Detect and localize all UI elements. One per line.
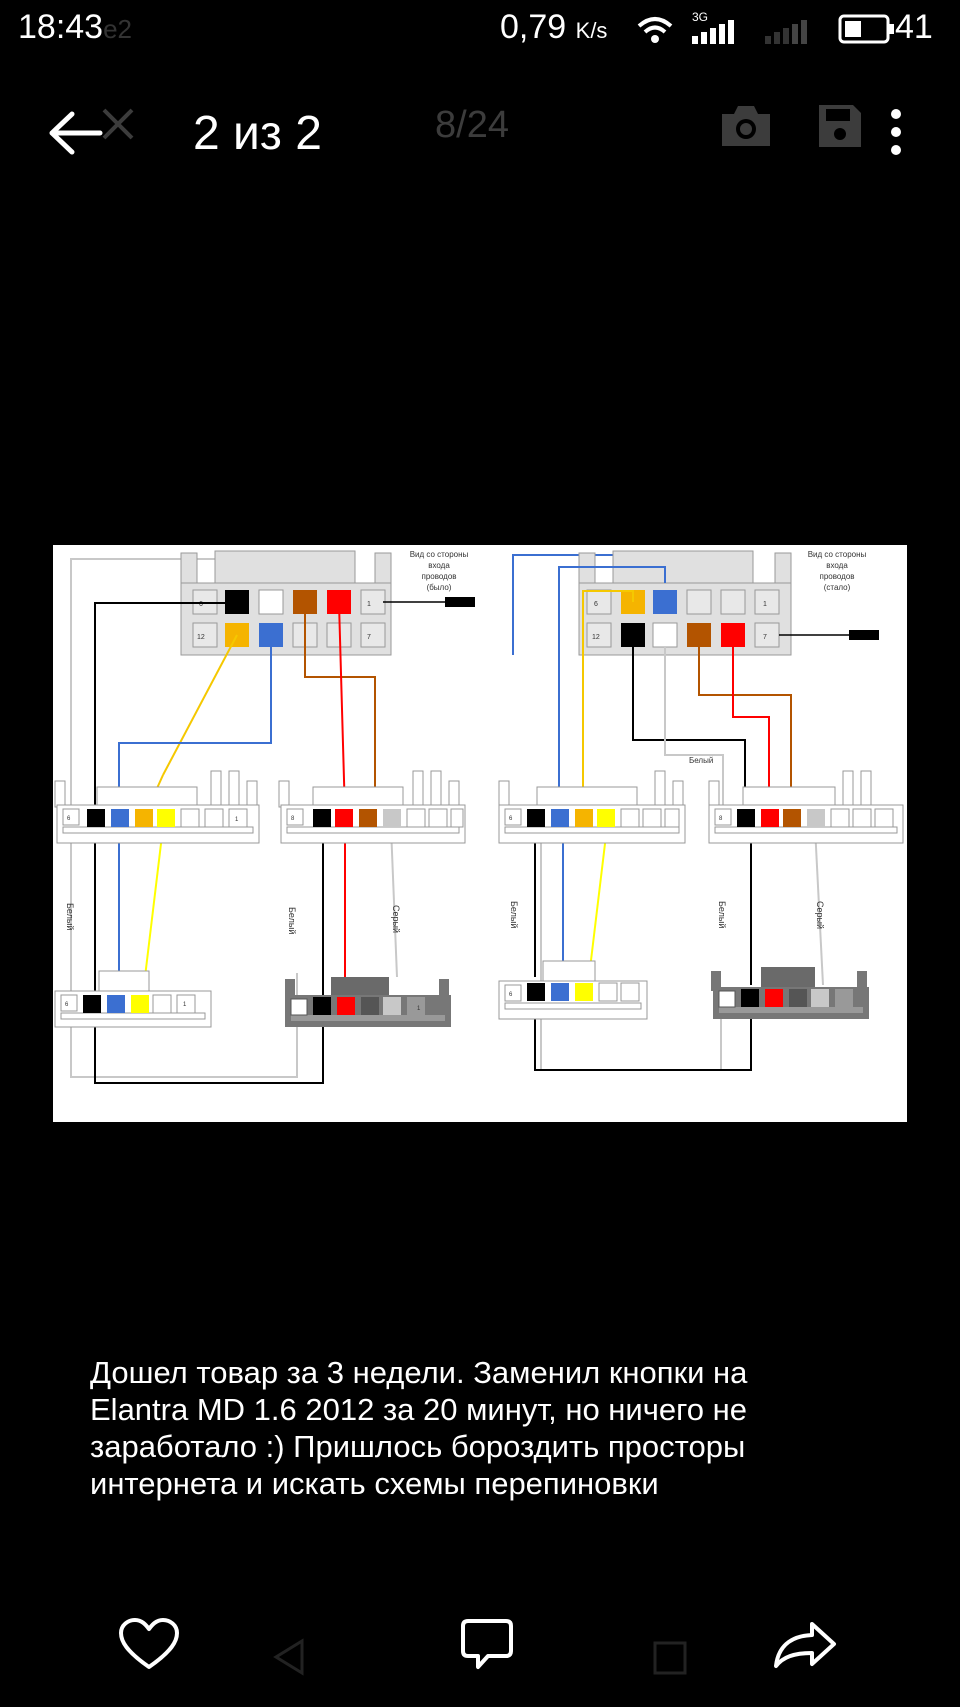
pin-label: 8 — [719, 816, 723, 822]
pin-label: 7 — [367, 634, 371, 641]
status-time: 18:43e2 — [18, 8, 133, 46]
mid-connector-c: 6 — [498, 770, 686, 844]
wifi-icon — [637, 17, 673, 43]
battery-icon — [838, 14, 894, 44]
signal-secondary-icon — [765, 20, 807, 44]
view-note-old: Вид со стороны входа проводов (было) — [410, 550, 469, 592]
svg-text:Вид со стороны: Вид со стороны — [410, 550, 469, 559]
top-connector-new: 6 1 12 7 — [578, 550, 792, 656]
share-icon[interactable] — [772, 1620, 838, 1670]
pin-label: 6 — [199, 601, 203, 608]
pin-label: 1 — [367, 601, 371, 608]
pin-label: 6 — [65, 1002, 69, 1008]
pin-label: 7 — [763, 634, 767, 641]
mid-connector-b: 8 — [278, 770, 466, 844]
network-speed: 0,79 K/s — [500, 8, 608, 46]
signal-icon — [692, 20, 734, 44]
pin-label: 1 — [183, 1002, 187, 1008]
pin-label: 1 — [235, 817, 239, 823]
pin-label: 6 — [509, 816, 513, 822]
save-icon[interactable] — [817, 103, 863, 149]
caption-line: заработало :) Пришлось бороздить простор… — [90, 1429, 746, 1464]
pin-label: 6 — [67, 816, 71, 822]
wire-label-gray: Серый — [815, 901, 825, 929]
wire-label-gray: Серый — [391, 905, 401, 933]
svg-text:входа: входа — [428, 561, 450, 570]
heart-icon[interactable] — [118, 1617, 180, 1671]
bottom-connector-b: 1 — [285, 977, 451, 1027]
wire-label-white: Белый — [287, 907, 297, 934]
nav-back-icon[interactable] — [272, 1637, 306, 1677]
image-counter: 2 из 2 — [193, 107, 322, 160]
post-caption: Дошел товар за 3 недели. Заменил кнопки … — [90, 1354, 890, 1502]
svg-text:(стало): (стало) — [824, 583, 851, 592]
wire-label-white: Белый — [717, 901, 727, 928]
close-icon[interactable] — [100, 106, 136, 142]
pin-label: 12 — [592, 634, 600, 641]
pin-label: 12 — [197, 634, 205, 641]
wire-label-white: Белый — [689, 756, 713, 765]
wiring-diagram: 6 1 12 7 Вид со стороны входа проводов (… — [54, 550, 904, 1084]
svg-text:Вид со стороны: Вид со стороны — [808, 550, 867, 559]
pin-label: 1 — [417, 1006, 421, 1012]
caption-line: Elantra MD 1.6 2012 за 20 минут, но ниче… — [90, 1392, 747, 1427]
wire-label-white: Белый — [65, 903, 75, 930]
status-ghost-text: e2 — [103, 14, 133, 44]
wire-label-white: Белый — [509, 901, 519, 928]
mid-connector-d: 8 — [708, 770, 904, 844]
page-indicator: 8/24 — [435, 104, 509, 146]
back-arrow-icon[interactable] — [48, 110, 104, 156]
svg-text:входа: входа — [826, 561, 848, 570]
more-vertical-icon[interactable] — [888, 108, 904, 156]
nav-recents-icon[interactable] — [652, 1640, 688, 1676]
view-note-new: Вид со стороны входа проводов (стало) — [808, 550, 867, 592]
pin-label: 8 — [291, 816, 295, 822]
bottom-connector-a: 6 1 — [54, 970, 212, 1028]
svg-text:(было): (было) — [427, 583, 452, 592]
pin-label: 1 — [763, 601, 767, 608]
bottom-connector-c: 6 — [498, 960, 648, 1020]
network-speed-unit: K/s — [575, 18, 608, 43]
mid-connector-a: 6 1 — [54, 770, 260, 844]
comment-icon[interactable] — [460, 1617, 514, 1671]
camera-icon[interactable] — [720, 104, 772, 148]
pin-label: 6 — [509, 992, 513, 998]
network-type-label: 3G — [692, 10, 709, 24]
battery-level: 41 — [895, 8, 933, 46]
wiring-diagram-photo[interactable]: 6 1 12 7 Вид со стороны входа проводов (… — [53, 545, 907, 1122]
pin-label: 6 — [594, 601, 598, 608]
caption-line: Дошел товар за 3 недели. Заменил кнопки … — [90, 1355, 748, 1390]
caption-line: интернета и искать схемы перепиновки — [90, 1466, 659, 1501]
svg-text:проводов: проводов — [819, 572, 854, 581]
bottom-connector-d — [711, 967, 869, 1019]
svg-text:проводов: проводов — [421, 572, 456, 581]
